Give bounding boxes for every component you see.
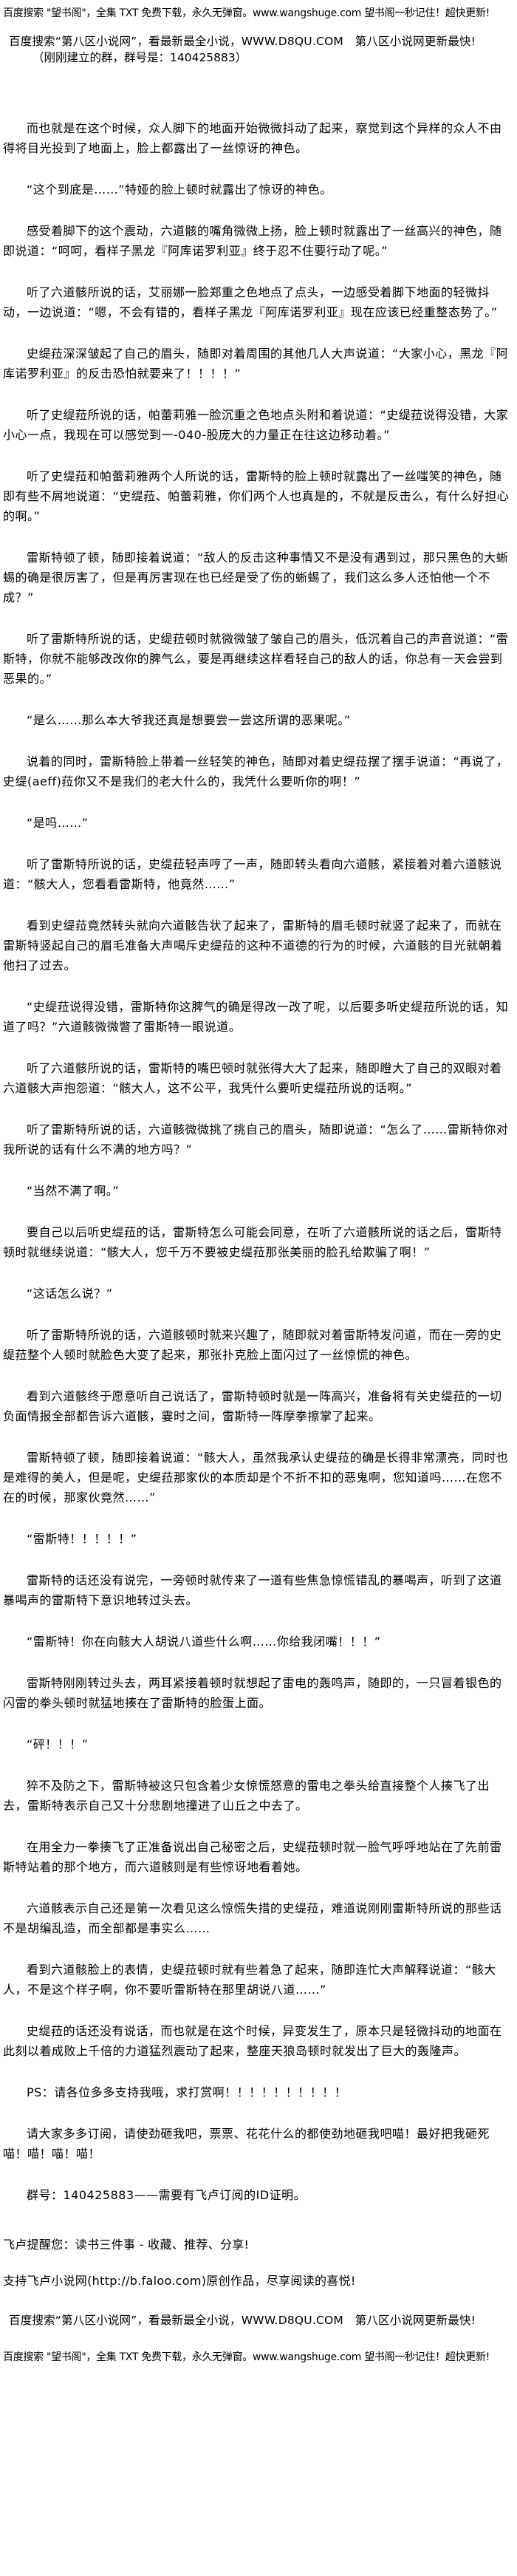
story-paragraph: 猝不及防之下，雷斯特被这只包含着少女惊慌怒意的雷电之拳头给直接整个人揍飞了出去，… <box>3 1779 490 1813</box>
story-paragraph: 史缇菈深深皱起了自己的眉头，随即对着周围的其他几人大声说道：“大家小心，黑龙『阿… <box>3 347 509 381</box>
story-paragraph: 看到六道骸终于愿意听自己说话了，雷斯特顿时就是一阵高兴，准备将有关史缇菈的一切负… <box>3 1389 502 1423</box>
story-paragraph: 听了雷斯特所说的话，史缇菈顿时就微微皱了皱自己的眉头，低沉着自己的声音说道：“雷… <box>3 632 509 686</box>
story-paragraph: “砰！！！” <box>27 1737 89 1751</box>
story-paragraph: 要自己以后听史缇菈的话，雷斯特怎么可能会同意，在听了六道骸所说的话之后，雷斯特顿… <box>3 1225 502 1259</box>
group-number-note: （刚刚建立的群，群号是：140425883） <box>32 51 247 64</box>
story-paragraph: 看到六道骸脸上的表情，史缇菈顿时就有些着急了起来，随即连忙大声解释说道：“骸大人… <box>3 1963 496 1997</box>
story-paragraph: 说着的同时，雷斯特脸上带着一丝轻笑的神色，随即对着史缇菈摆了摆手说道：“再说了，… <box>3 754 509 788</box>
story-paragraph: “是么……那么本大爷我还真是想要尝一尝这所谓的恶果呢。” <box>27 713 351 727</box>
story-paragraph: 请大家多多订阅，请使劲砸我吧，票票、花花什么的都使劲地砸我吧喵！最好把我砸死喵！… <box>3 2127 490 2161</box>
ad-banner-wangshuge-bottom: 百度搜索 "望书阁"，全集 TXT 免费下载，永久无弹窗。www.wangshu… <box>3 2351 490 2363</box>
story-paragraph: 六道骸表示自己还是第一次看见这么惊慌失措的史缇菈，难道说刚刚雷斯特所说的那些话不… <box>3 1901 502 1935</box>
chapter-page: 百度搜索 "望书阁"，全集 TXT 免费下载，永久无弹窗。www.wangshu… <box>3 7 513 2363</box>
ad-banner-wangshuge-top: 百度搜索 "望书阁"，全集 TXT 免费下载，永久无弹窗。www.wangshu… <box>3 7 490 19</box>
story-paragraph: PS：请各位多多支持我哦，求打赏啊！！！！！！！！！！ <box>27 2085 347 2099</box>
story-paragraph: 听了史缇菈所说的话，帕蕾莉雅一脸沉重之色地点头附和着说道：“史缇菈说得没错，大家… <box>3 408 509 442</box>
story-paragraph: 看到史缇菈竟然转头就向六道骸告状了起来了，雷斯特的眉毛顿时就竖了起来了，而就在雷… <box>3 919 503 972</box>
story-paragraph: “这个到底是……”特娅的脸上顿时就露出了惊讶的神色。 <box>27 183 332 197</box>
story-paragraph: 听了雷斯特所说的话，六道骸顿时就来兴趣了，随即就对着雷斯特发问道，而在一旁的史缇… <box>3 1328 502 1362</box>
story-paragraph: 群号：140425883——需要有飞卢订阅的ID证明。 <box>27 2188 307 2202</box>
story-paragraph: 雷斯特刚刚转过头去，两耳紧接着顿时就想起了雷电的轰鸣声，随即的，一只冒着银色的闪… <box>3 1676 502 1710</box>
story-paragraph: 在用全力一拳揍飞了正准备说出自己秘密之后，史缇菈顿时就一脸气呼呼地站在了先前雷斯… <box>3 1840 502 1874</box>
story-paragraph: “雷斯特！！！！！” <box>27 1532 137 1546</box>
story-paragraph: 听了六道骸所说的话，艾丽娜一脸郑重之色地点了点头，一边感受着脚下地面的轻微抖动，… <box>3 285 498 319</box>
story-paragraph: 史缇菈的话还没有说话，而也就是在这个时候，异变发生了，原本只是轻微抖动的地面在此… <box>3 2024 502 2058</box>
story-paragraph: “雷斯特！你在向骸大人胡说八道些什么啊……你给我闭嘴！！！” <box>27 1635 381 1649</box>
story-paragraph: 听了雷斯特所说的话，史缇菈轻声哼了一声，随即转头看向六道骸，紧接着对着六道骸说道… <box>3 857 502 891</box>
story-paragraph: 听了六道骸所说的话，雷斯特的嘴巴顿时就张得大大了起来，随即瞪大了自己的双眼对着六… <box>3 1061 502 1095</box>
story-paragraph: 而也就是在这个时候，众人脚下的地面开始微微抖动了起来，察觉到这个异样的众人不由得… <box>3 121 502 155</box>
story-paragraph: “史缇菈说得没错，雷斯特你这脾气的确是得改一改了呢，以后要多听史缇菈所说的话，知… <box>3 1000 509 1034</box>
story-paragraph: “是吗……” <box>27 816 89 830</box>
story-paragraph: “这话怎么说？” <box>27 1287 113 1301</box>
ad-banner-d8qu-top: 百度搜索“第八区小说网”，看最新最全小说，WWW.D8QU.COM 第八区小说网… <box>9 35 476 48</box>
faloo-reminder: 飞卢提醒您：读书三件事 - 收藏、推荐、分享! <box>3 2238 250 2252</box>
faloo-support-note: 支持飞卢小说网(http://b.faloo.com)原创作品，尽享阅读的喜悦! <box>3 2274 356 2288</box>
story-paragraph: 听了史缇菈和帕蕾莉雅两个人所说的话，雷斯特的脸上顿时就露出了一丝嗤笑的神色，随即… <box>3 469 510 523</box>
story-paragraph: 雷斯特顿了顿，随即接着说道：“敌人的反击这种事情又不是没有遇到过，那只黑色的大蜥… <box>3 551 509 604</box>
story-paragraph: 感受着脚下的这个震动，六道骸的嘴角微微上扬，脸上顿时就露出了一丝高兴的神色，随即… <box>3 224 502 258</box>
chapter-content: 而也就是在这个时候，众人脚下的地面开始微微抖动了起来，察觉到这个异样的众人不由得… <box>3 118 513 2205</box>
story-paragraph: 雷斯特的话还没有说完，一旁顿时就传来了一道有些焦急惊慌错乱的暴喝声，听到了这道暴… <box>3 1573 502 1607</box>
story-paragraph: “当然不满了啊。” <box>27 1184 120 1198</box>
story-paragraph: 雷斯特顿了顿，随即接着说道：“骸大人，虽然我承认史缇菈的确是长得非常漂亮，同时也… <box>3 1451 509 1505</box>
story-paragraph: 听了雷斯特所说的话，六道骸微微挑了挑自己的眉头，随即说道：“怎么了……雷斯特你对… <box>3 1122 509 1156</box>
ad-banner-d8qu-bottom: 百度搜索“第八区小说网”，看最新最全小说，WWW.D8QU.COM 第八区小说网… <box>9 2314 476 2327</box>
